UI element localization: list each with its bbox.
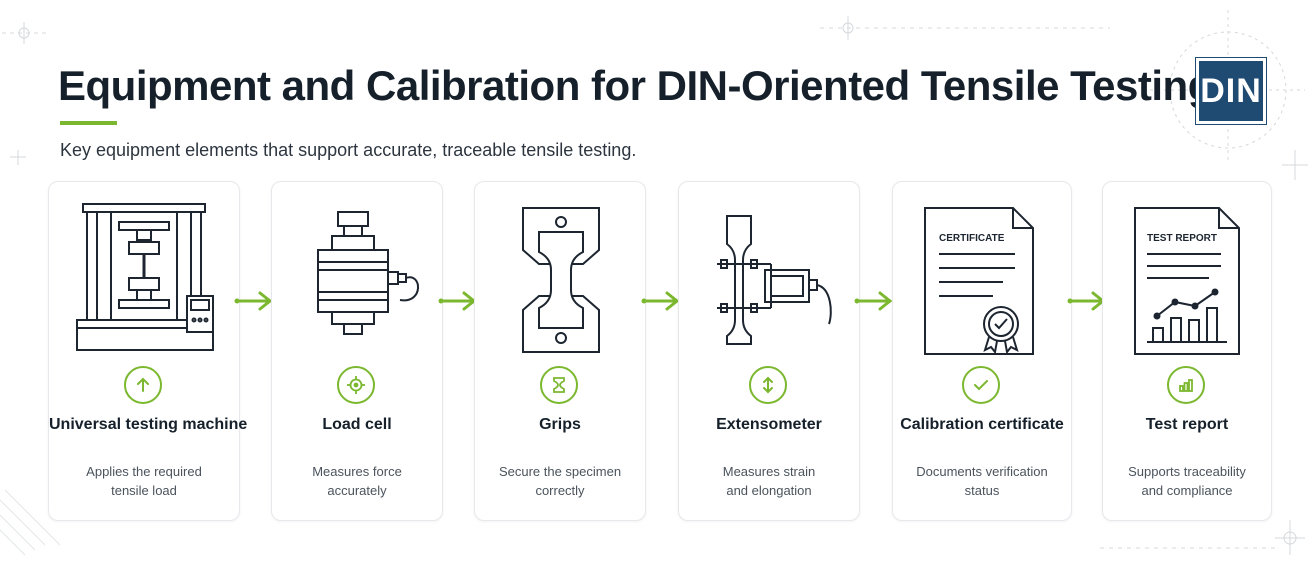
step-card-test-report: TEST REPORT Test report Supports traceab…	[1102, 181, 1272, 521]
vertical-arrows-icon	[749, 366, 787, 404]
check-icon	[962, 366, 1000, 404]
extensometer-illustration	[717, 215, 832, 345]
target-icon	[337, 366, 375, 404]
step-description: Measures force accurately	[312, 464, 402, 498]
step-title: Load cell	[322, 416, 392, 433]
din-logo: DIN	[1196, 58, 1266, 124]
load-cell-illustration	[317, 211, 419, 335]
grip-icon	[540, 366, 578, 404]
step-description: Supports traceability and compliance	[1128, 464, 1246, 498]
page-subtitle: Key equipment elements that support accu…	[60, 140, 637, 160]
step-card-grips: Grips Secure the specimen correctly	[474, 181, 646, 521]
din-logo-text: DIN	[1200, 71, 1262, 110]
flow-arrow	[641, 291, 680, 311]
step-card-extensometer: Extensometer Measures strain and elongat…	[678, 181, 860, 521]
test-report-illustration: TEST REPORT	[1134, 207, 1240, 355]
step-description: Measures strain and elongation	[722, 464, 816, 498]
step-description: Applies the required tensile load	[86, 464, 202, 498]
flow-arrow	[438, 291, 477, 311]
bar-chart-icon	[1167, 366, 1205, 404]
step-description: Documents verification status	[916, 464, 1048, 498]
step-title: Calibration certificate	[900, 416, 1064, 433]
up-arrow-icon	[124, 366, 162, 404]
step-card-calibration-certificate: CERTIFICATE Calibration certificate Docu…	[892, 181, 1072, 521]
step-title: Grips	[539, 416, 581, 433]
step-title: Test report	[1145, 416, 1229, 433]
flow-arrow	[234, 291, 273, 311]
step-card-universal-testing-machine: Universal testing machine Applies the re…	[48, 181, 248, 521]
universal-testing-machine-illustration	[76, 203, 214, 351]
step-title: Extensometer	[716, 416, 822, 433]
report-label: TEST REPORT	[1147, 233, 1217, 244]
title-underline	[60, 121, 117, 125]
certificate-label: CERTIFICATE	[939, 233, 1005, 244]
page-title: Equipment and Calibration for DIN-Orient…	[58, 62, 1213, 109]
step-title: Universal testing machine	[49, 416, 248, 433]
step-card-load-cell: Load cell Measures force accurately	[271, 181, 443, 521]
flow-arrow	[854, 291, 893, 311]
step-description: Secure the specimen correctly	[498, 464, 622, 498]
certificate-illustration: CERTIFICATE	[924, 207, 1034, 355]
grips-illustration	[522, 207, 600, 353]
